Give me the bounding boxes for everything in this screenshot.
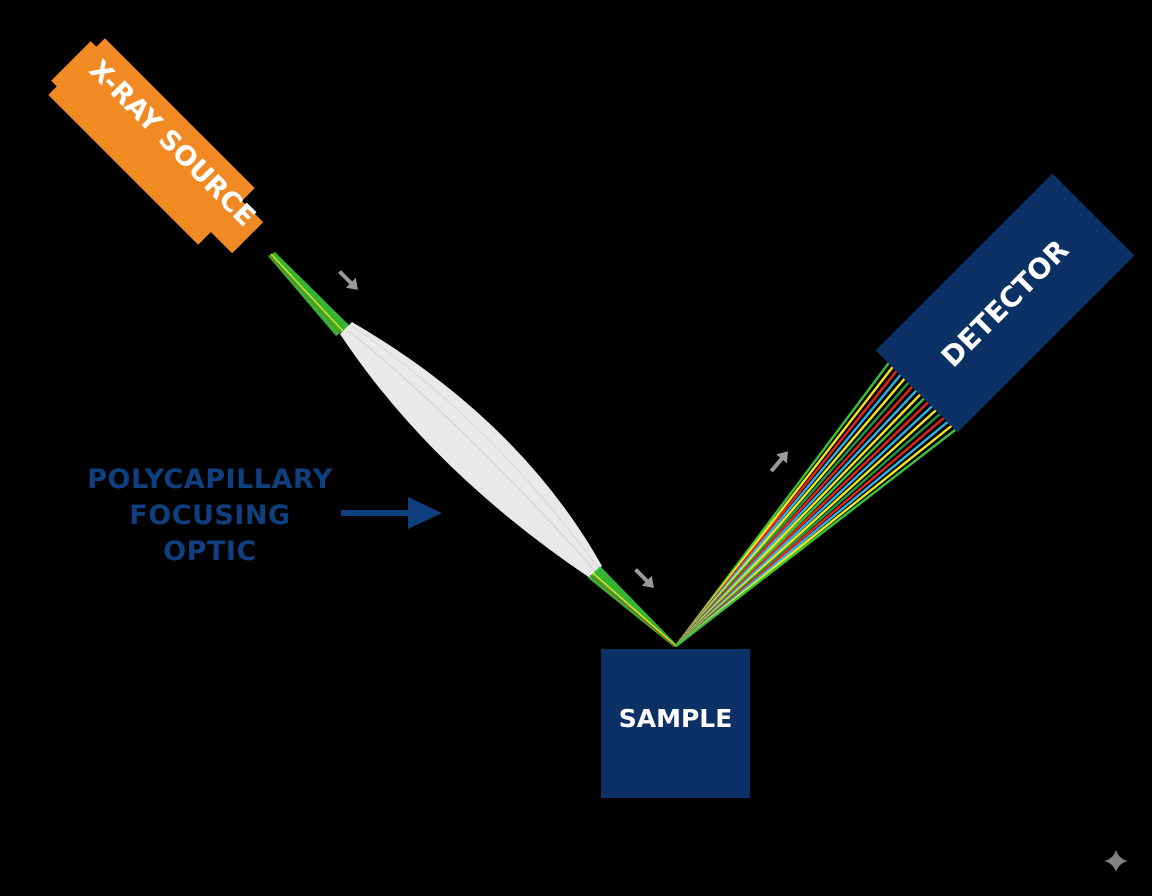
sample bbox=[601, 649, 750, 798]
direction-arrow-3 bbox=[769, 451, 788, 473]
beam-line bbox=[675, 419, 969, 647]
x-ray-source bbox=[48, 38, 264, 254]
detector bbox=[875, 173, 1135, 433]
direction-arrow-2 bbox=[634, 568, 654, 588]
optic-label-line-1: POLYCAPILLARY bbox=[87, 464, 333, 495]
sample-label: SAMPLE bbox=[618, 704, 733, 733]
diffracted-beam-fan bbox=[675, 351, 969, 647]
optic-pointer-arrow bbox=[341, 497, 442, 529]
optic-label: POLYCAPILLARY FOCUSING OPTIC bbox=[70, 462, 350, 570]
focused-beam bbox=[588, 566, 678, 647]
optic-label-line-2: FOCUSING bbox=[129, 500, 291, 531]
sparkle-icon bbox=[1104, 850, 1128, 872]
incoming-beam bbox=[268, 252, 350, 336]
optic-label-line-3: OPTIC bbox=[163, 536, 257, 567]
direction-arrow-1 bbox=[338, 270, 358, 290]
polycapillary-optic bbox=[340, 322, 602, 578]
